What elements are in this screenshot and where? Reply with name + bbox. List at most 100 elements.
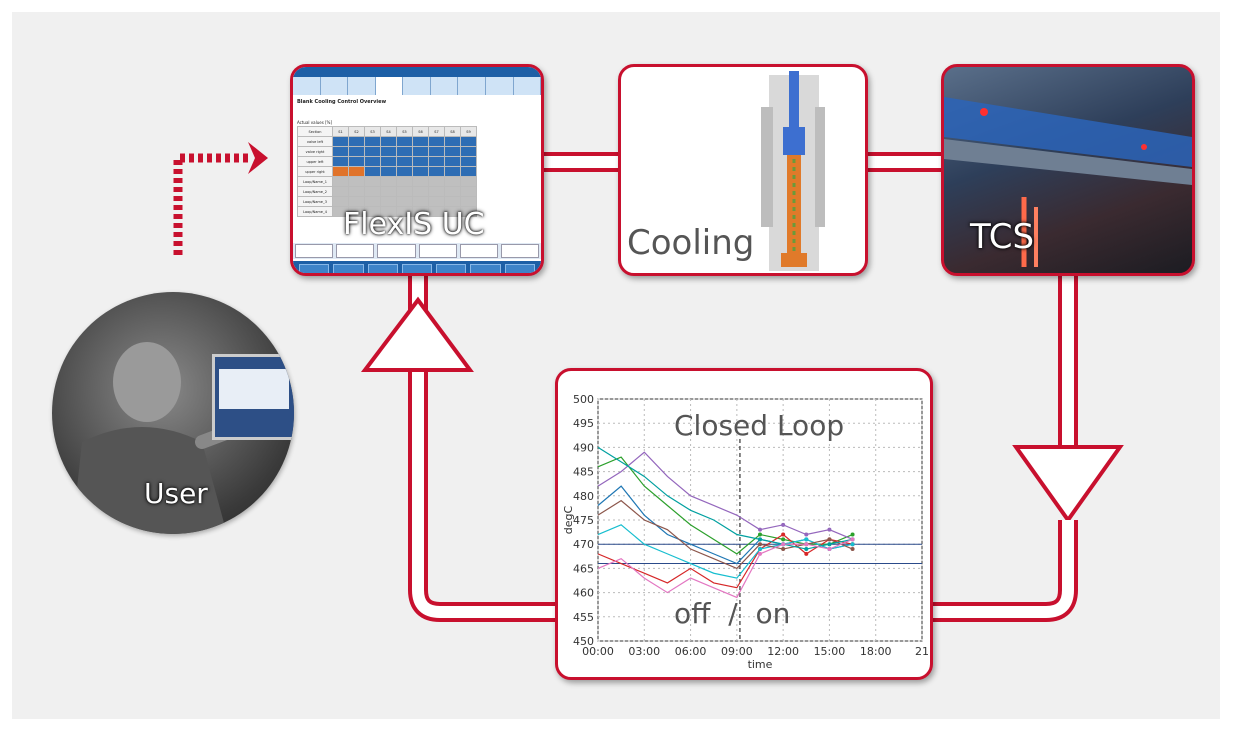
flexis-ui-nav-bar — [293, 261, 541, 273]
flexis-ui-cell — [396, 146, 413, 157]
flexis-ui-cell — [460, 156, 477, 167]
flexis-ui-cell — [348, 186, 365, 197]
x-tick-label: 18:00 — [860, 645, 892, 658]
x-tick-label: 06:00 — [675, 645, 707, 658]
flexis-ui-cell — [396, 136, 413, 147]
series-line — [597, 456, 853, 555]
flexis-ui-cell — [460, 196, 477, 207]
series-point — [804, 537, 809, 542]
flexis-ui-cell — [444, 146, 461, 157]
flexis-ui-title: Blank Cooling Control Overview — [297, 99, 387, 105]
y-axis-label: degC — [562, 505, 575, 534]
flexis-ui-cell — [364, 186, 381, 197]
flexis-ui-cell — [412, 176, 429, 187]
flexis-ui-cell — [364, 196, 381, 207]
y-tick-label: 450 — [573, 635, 594, 648]
flexis-ui-tab — [458, 77, 486, 95]
flexis-ui-cell — [412, 166, 429, 177]
flexis-ui-cell: S1 — [332, 126, 349, 137]
flexis-ui-cell — [364, 166, 381, 177]
flexis-ui-cell — [428, 166, 445, 177]
flexis-ui-tab — [321, 77, 349, 95]
flexis-ui-cell — [412, 156, 429, 167]
flexis-ui-nav-button — [504, 264, 535, 273]
flexis-ui-cell — [444, 196, 461, 207]
flexis-ui-row-header: valve right — [297, 146, 333, 157]
x-tick-label: 12:00 — [767, 645, 799, 658]
flexis-ui-cell — [332, 136, 349, 147]
flexis-ui-button — [459, 244, 498, 258]
flexis-ui-cell — [332, 176, 349, 187]
series-point — [804, 551, 809, 556]
flexis-ui-cell — [380, 196, 397, 207]
flexis-ui-cell — [428, 186, 445, 197]
connector-right-inner — [1062, 270, 1074, 455]
series-point — [850, 532, 855, 537]
flexis-ui-cell — [412, 186, 429, 197]
user-photo: User — [52, 292, 294, 534]
series-point — [827, 527, 832, 532]
flexis-ui-row-header: Loop/Name_1 — [297, 176, 333, 187]
flexis-ui-cell — [348, 196, 365, 207]
flexis-ui-cell — [412, 136, 429, 147]
connector-bottom-right-inner — [930, 520, 1074, 618]
flexis-ui-cell — [460, 166, 477, 177]
flexis-ui-cell — [332, 146, 349, 157]
flexis-ui-row-header: upper left — [297, 156, 333, 167]
flexis-ui-cell — [460, 206, 477, 217]
tcs-label: TCS — [970, 217, 1035, 257]
connector-bottom-left-inner — [412, 360, 560, 618]
series-point — [827, 547, 832, 552]
flexis-ui-cell — [444, 186, 461, 197]
flexis-ui-tab — [403, 77, 431, 95]
series-point — [781, 532, 786, 537]
flexis-ui-cell — [460, 146, 477, 157]
series-point — [781, 542, 786, 547]
series-point — [850, 542, 855, 547]
flexis-ui-cell — [380, 176, 397, 187]
flexis-ui-cell — [444, 176, 461, 187]
cooling-box: Cooling — [618, 64, 868, 276]
flexis-ui-cell — [396, 196, 413, 207]
y-tick-label: 490 — [573, 441, 594, 454]
flexis-ui-row-header: upper right — [297, 166, 333, 177]
flexis-ui-cell — [412, 196, 429, 207]
flexis-ui-cell: S4 — [380, 126, 397, 137]
series-point — [850, 537, 855, 542]
dotted-arrow-icon — [173, 153, 252, 255]
flexis-ui-nav-button — [333, 264, 364, 273]
series-line — [597, 451, 853, 540]
flexis-ui-cell — [444, 166, 461, 177]
flexis-ui-cell — [348, 166, 365, 177]
y-tick-label: 495 — [573, 417, 594, 430]
flexis-ui-button — [295, 244, 334, 258]
tcs-machine-icon — [944, 97, 1192, 267]
x-tick-label: 00:00 — [582, 645, 614, 658]
flexis-ui-cell — [380, 136, 397, 147]
series-line — [597, 499, 853, 570]
flexis-ui-cell — [396, 156, 413, 167]
flexis-ui-cell — [396, 166, 413, 177]
y-tick-label: 470 — [573, 538, 594, 551]
flexis-ui-cell — [428, 136, 445, 147]
flexis-ui-cell — [364, 146, 381, 157]
flexis-ui-cell — [364, 136, 381, 147]
flexis-ui-tab — [486, 77, 514, 95]
y-tick-label: 485 — [573, 466, 594, 479]
series-point — [781, 537, 786, 542]
series-point — [850, 547, 855, 552]
series-line — [597, 446, 853, 550]
flexis-label: FlexIS UC — [343, 207, 485, 242]
series-point — [827, 537, 832, 542]
flexis-ui-button — [377, 244, 416, 258]
flexis-ui-tab — [431, 77, 459, 95]
flexis-ui-cell — [332, 166, 349, 177]
flexis-ui-cell — [412, 146, 429, 157]
flexis-ui-tab — [348, 77, 376, 95]
flexis-ui-cell: S3 — [364, 126, 381, 137]
flexis-ui-cell — [428, 146, 445, 157]
series-point — [758, 532, 762, 537]
flexis-ui-cell — [364, 156, 381, 167]
